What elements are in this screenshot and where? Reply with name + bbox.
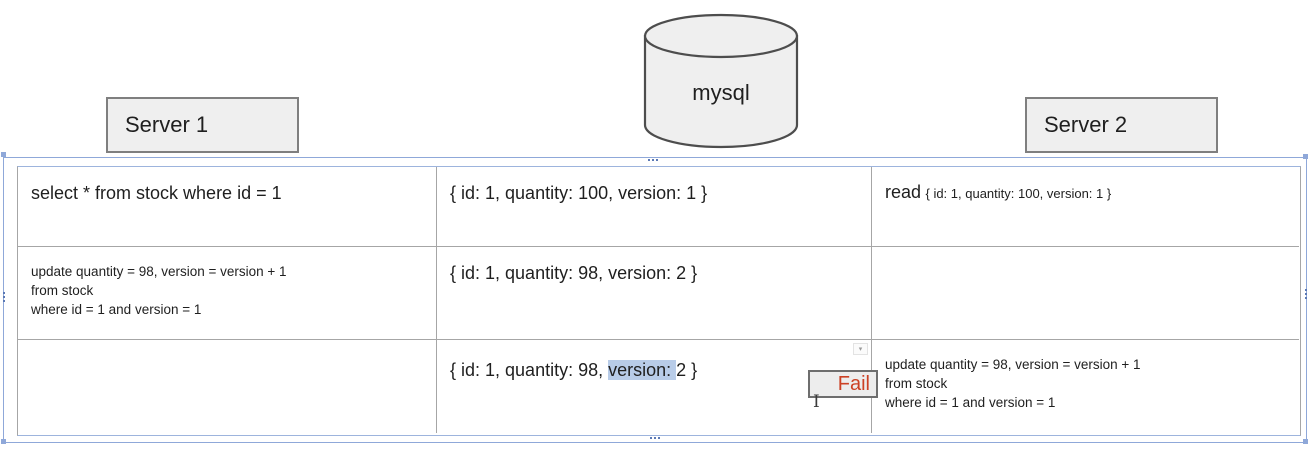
cell-server2-row1[interactable]: read { id: 1, quantity: 100, version: 1 … [872, 167, 1299, 247]
sql-line: where id = 1 and version = 1 [31, 302, 202, 317]
read-value: { id: 1, quantity: 100, version: 1 } [925, 186, 1112, 201]
cell-server2-row2[interactable] [872, 247, 1299, 340]
database-cylinder-shape[interactable]: mysql [643, 12, 799, 152]
server2-shape[interactable]: Server 2 [1025, 97, 1218, 153]
fail-label: Fail [837, 372, 870, 395]
fail-shape[interactable]: Fail [808, 370, 878, 398]
cell-text: { id: 1, quantity: 100, version: 1 } [450, 183, 708, 203]
text-cursor-icon: I [813, 392, 820, 412]
sql-line: update quantity = 98, version = version … [885, 357, 1141, 372]
resize-handle-bottom-left[interactable] [1, 439, 6, 444]
drag-handle-left-icon[interactable] [3, 292, 5, 302]
server1-shape[interactable]: Server 1 [106, 97, 299, 153]
resize-handle-top-right[interactable] [1303, 154, 1308, 159]
cell-text: { id: 1, quantity: 98, version: 2 } [450, 263, 698, 283]
database-cylinder-icon [643, 13, 799, 149]
server1-label: Server 1 [125, 112, 209, 137]
cell-server1-row1[interactable]: select * from stock where id = 1 [18, 167, 437, 247]
cell-server1-row2[interactable]: update quantity = 98, version = version … [18, 247, 437, 340]
cell-server2-row3[interactable]: update quantity = 98, version = version … [872, 340, 1299, 433]
drag-handle-top-icon[interactable] [648, 159, 658, 161]
cell-mysql-row2[interactable]: { id: 1, quantity: 98, version: 2 } [437, 247, 872, 340]
drag-handle-bottom-icon[interactable] [650, 437, 660, 439]
table: select * from stock where id = 1 { id: 1… [17, 166, 1301, 436]
sql-line: update quantity = 98, version = version … [31, 264, 287, 279]
cell-mysql-row1[interactable]: { id: 1, quantity: 100, version: 1 } [437, 167, 872, 247]
drag-handle-right-icon[interactable] [1305, 289, 1307, 299]
resize-handle-top-left[interactable] [1, 152, 6, 157]
read-label: read [885, 182, 922, 202]
cell-text: select * from stock where id = 1 [31, 183, 282, 203]
database-label: mysql [692, 80, 750, 105]
sql-line: from stock [885, 376, 948, 391]
selected-text: version: [608, 360, 677, 380]
server2-label: Server 2 [1044, 112, 1128, 137]
cell-text: { id: 1, quantity: 98, [450, 360, 609, 380]
sql-line: where id = 1 and version = 1 [885, 395, 1056, 410]
cell-text: 2 } [676, 360, 698, 380]
cell-mysql-row3[interactable]: { id: 1, quantity: 98, version: 2 } ▾ [437, 340, 872, 433]
resize-handle-bottom-right[interactable] [1303, 439, 1308, 444]
sql-line: from stock [31, 283, 94, 298]
cell-server1-row3[interactable] [18, 340, 437, 433]
cell-dropdown-icon[interactable]: ▾ [853, 343, 868, 355]
